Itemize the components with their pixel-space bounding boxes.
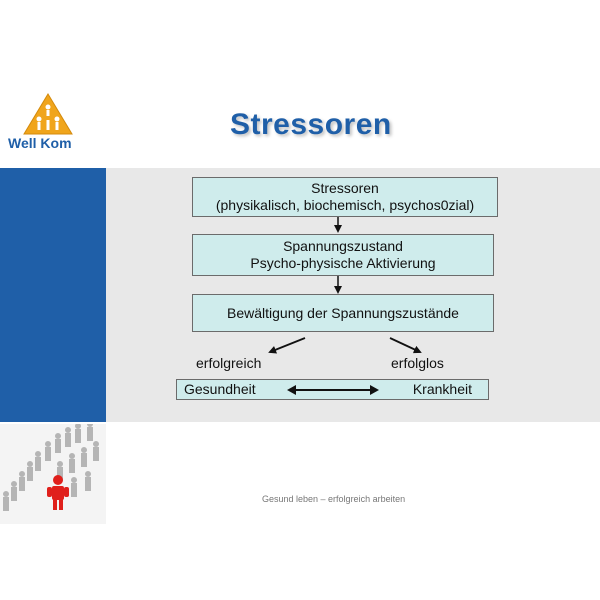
- logo-text: Well Kom: [8, 135, 72, 151]
- double-arrow-icon: [287, 385, 379, 395]
- left-blue-band: [0, 168, 106, 422]
- flow-box-tension-title: Spannungszustand: [283, 238, 403, 254]
- outcome-illness: Krankheit: [412, 381, 472, 397]
- warning-triangle-people-icon: [23, 93, 73, 135]
- page-title: Stressoren: [230, 108, 392, 141]
- flow-box-tension: Spannungszustand Psycho-physische Aktivi…: [192, 234, 494, 276]
- flow-box-stressors-title: Stressoren: [311, 180, 379, 196]
- flow-box-stressors-detail: (physikalisch, biochemisch, psychos0zial…: [215, 197, 475, 213]
- logo: Well Kom: [8, 92, 88, 154]
- arrow-to-success: [268, 337, 306, 354]
- footer-slogan: Gesund leben – erfolgreich arbeiten: [262, 494, 406, 504]
- flow-box-stressors: Stressoren (physikalisch, biochemisch, p…: [192, 177, 498, 217]
- branch-success-label: erfolgreich: [196, 355, 262, 371]
- flow-box-coping: Bewältigung der Spannungszustände: [192, 294, 494, 332]
- outcome-health: Gesundheit: [184, 381, 256, 397]
- arrow-to-failure: [389, 337, 422, 354]
- flow-box-tension-detail: Psycho-physische Aktivierung: [250, 255, 436, 271]
- flow-box-coping-title: Bewältigung der Spannungszustände: [227, 304, 459, 321]
- outcome-bar: Gesundheit Krankheit: [176, 379, 489, 400]
- crowd-with-red-figure-icon: [0, 424, 106, 524]
- branch-failure-label: erfolglos: [391, 355, 444, 371]
